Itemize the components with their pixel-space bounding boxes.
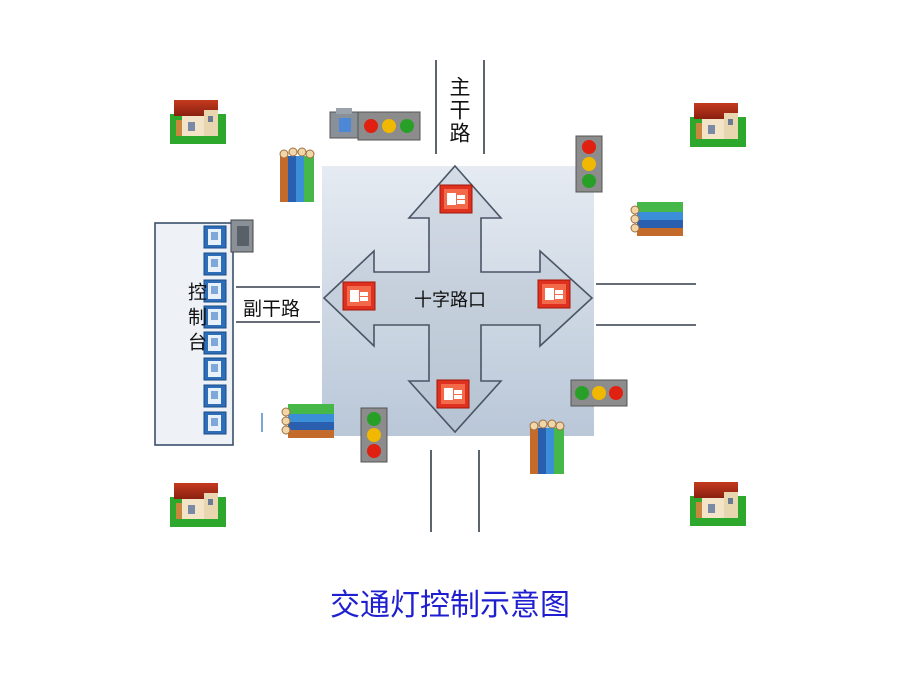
house-icon xyxy=(170,483,226,527)
device-icon xyxy=(203,225,227,249)
house-icon xyxy=(170,100,226,144)
house-icon xyxy=(690,482,746,526)
intersection-label: 十字路口 xyxy=(414,290,486,311)
house-icon xyxy=(690,103,746,147)
control-desk-label: 控制台 xyxy=(185,282,207,357)
main-road-label: 主干路 xyxy=(447,76,471,145)
east-signal-device-icon xyxy=(537,279,571,309)
road-lines xyxy=(236,60,696,532)
device-icon xyxy=(203,252,227,276)
camera-icon xyxy=(230,219,254,253)
cable-bundle-icon xyxy=(279,147,315,203)
traffic-light-icon xyxy=(575,135,603,193)
north-signal-device-icon xyxy=(439,184,473,214)
west-signal-device-icon xyxy=(342,281,376,311)
device-icon xyxy=(203,384,227,408)
cable-bundle-icon xyxy=(630,201,684,237)
south-signal-device-icon xyxy=(436,379,470,409)
four-way-arrow xyxy=(322,164,594,434)
device-icon xyxy=(203,411,227,435)
traffic-light-icon xyxy=(329,108,421,141)
cable-bundle-icon xyxy=(281,403,335,439)
device-icon xyxy=(203,357,227,381)
side-road-label: 副干路 xyxy=(243,298,301,320)
diagram-caption: 交通灯控制示意图 xyxy=(330,588,570,623)
cable-bundle-icon xyxy=(529,419,565,475)
traffic-light-icon xyxy=(360,407,388,463)
traffic-light-icon xyxy=(570,379,628,407)
